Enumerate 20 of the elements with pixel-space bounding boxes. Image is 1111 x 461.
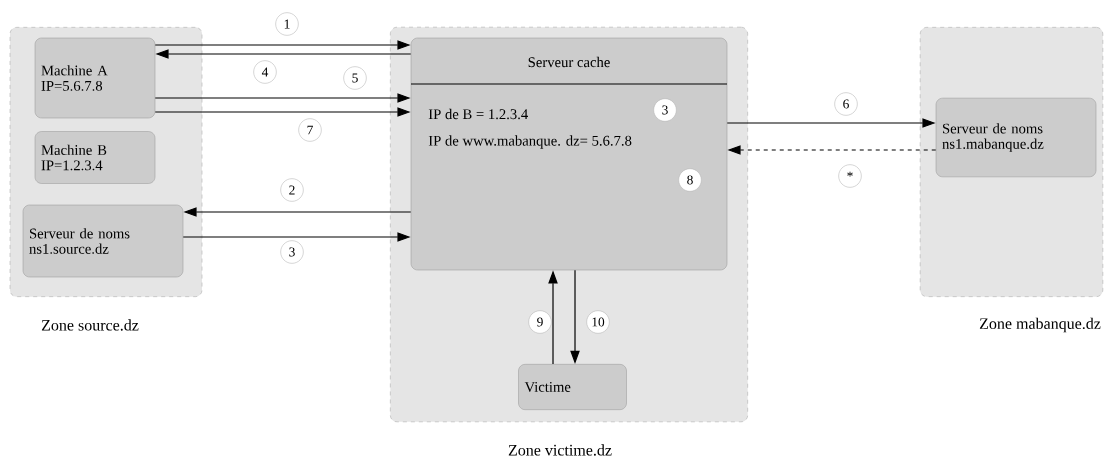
- node-label: Zone mabanque.dz: [979, 317, 1101, 333]
- step-number: 3: [653, 98, 677, 122]
- edge-label: 1: [275, 12, 299, 36]
- edge-label: 2: [280, 178, 304, 202]
- machine-box: Victime: [518, 364, 627, 410]
- node-label: Zone source.dz: [41, 319, 139, 331]
- edge-label: *: [838, 164, 862, 188]
- machine-box: Machine A IP=5.6.7.8: [34, 37, 156, 119]
- machine-box: Serveur de noms ns1.mabanque.dz: [935, 97, 1097, 178]
- machine-box: Machine B IP=1.2.3.4: [34, 131, 156, 184]
- edge-label: 4: [253, 60, 277, 84]
- edge-label: 6: [834, 92, 858, 116]
- edge-label: 5: [343, 66, 367, 90]
- machine-box: Serveur de noms ns1.source.dz: [22, 204, 184, 278]
- edge-label: 3: [280, 240, 304, 264]
- edge-label: 7: [298, 118, 322, 142]
- edge-label: 9: [528, 310, 552, 334]
- node-label: Zone victime.dz: [508, 444, 612, 456]
- edge-label: 10: [586, 310, 610, 334]
- step-number: 8: [678, 168, 702, 192]
